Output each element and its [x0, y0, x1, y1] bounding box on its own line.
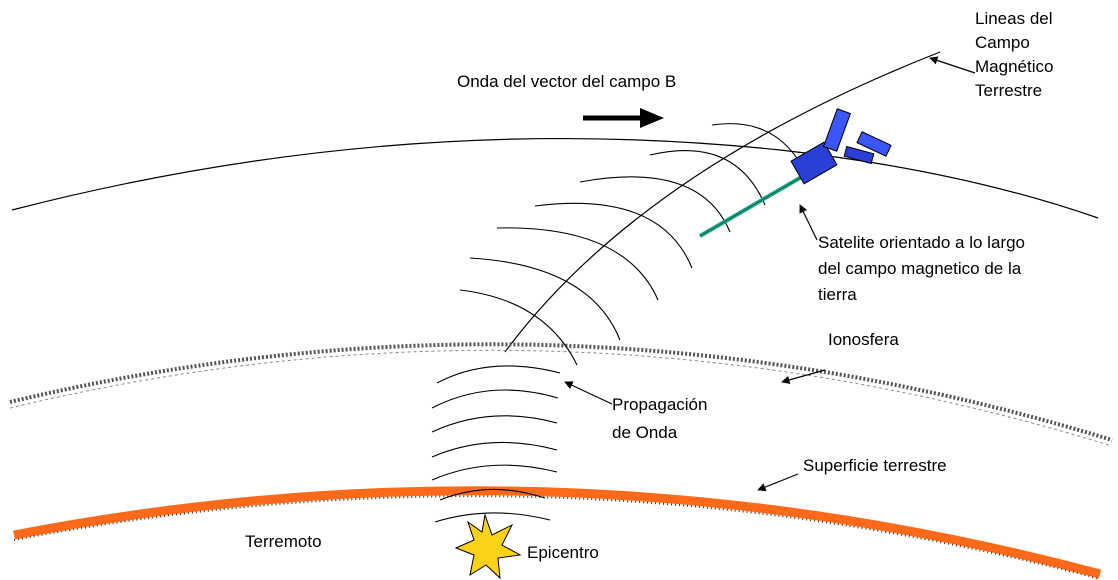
wave-arcs-upper: [459, 123, 809, 366]
epicenter-label: Epicentro: [527, 543, 599, 562]
b-wave-label: Onda del vector del campo B: [457, 72, 676, 91]
ionosphere-label: Ionosfera: [828, 330, 899, 349]
earthquake-label: Terremoto: [245, 532, 322, 551]
explosion-star-icon: [454, 513, 522, 580]
satellite-label: Satelite orientado a lo largo del campo …: [818, 233, 1030, 304]
magnetic-field-line: [504, 51, 941, 353]
satellite-icon: [698, 108, 892, 238]
propagation-label: Propagación de Onda: [612, 395, 712, 442]
earth-surface-hatch: [13, 495, 1101, 580]
field-lines-label: Lineas del Campo Magnético Terrestre: [975, 9, 1058, 100]
earth-surface: [13, 486, 1102, 579]
earth-surface-label: Superficie terrestre: [803, 456, 947, 475]
pointer-arrows: [564, 56, 976, 492]
arrow-right-head: [640, 108, 664, 128]
ionosphere-band: [9, 342, 1113, 442]
ionosphere-band-inner: [9, 349, 1113, 447]
upper-atmosphere-arc: [11, 137, 1099, 219]
wave-arcs-lower: [431, 365, 561, 523]
